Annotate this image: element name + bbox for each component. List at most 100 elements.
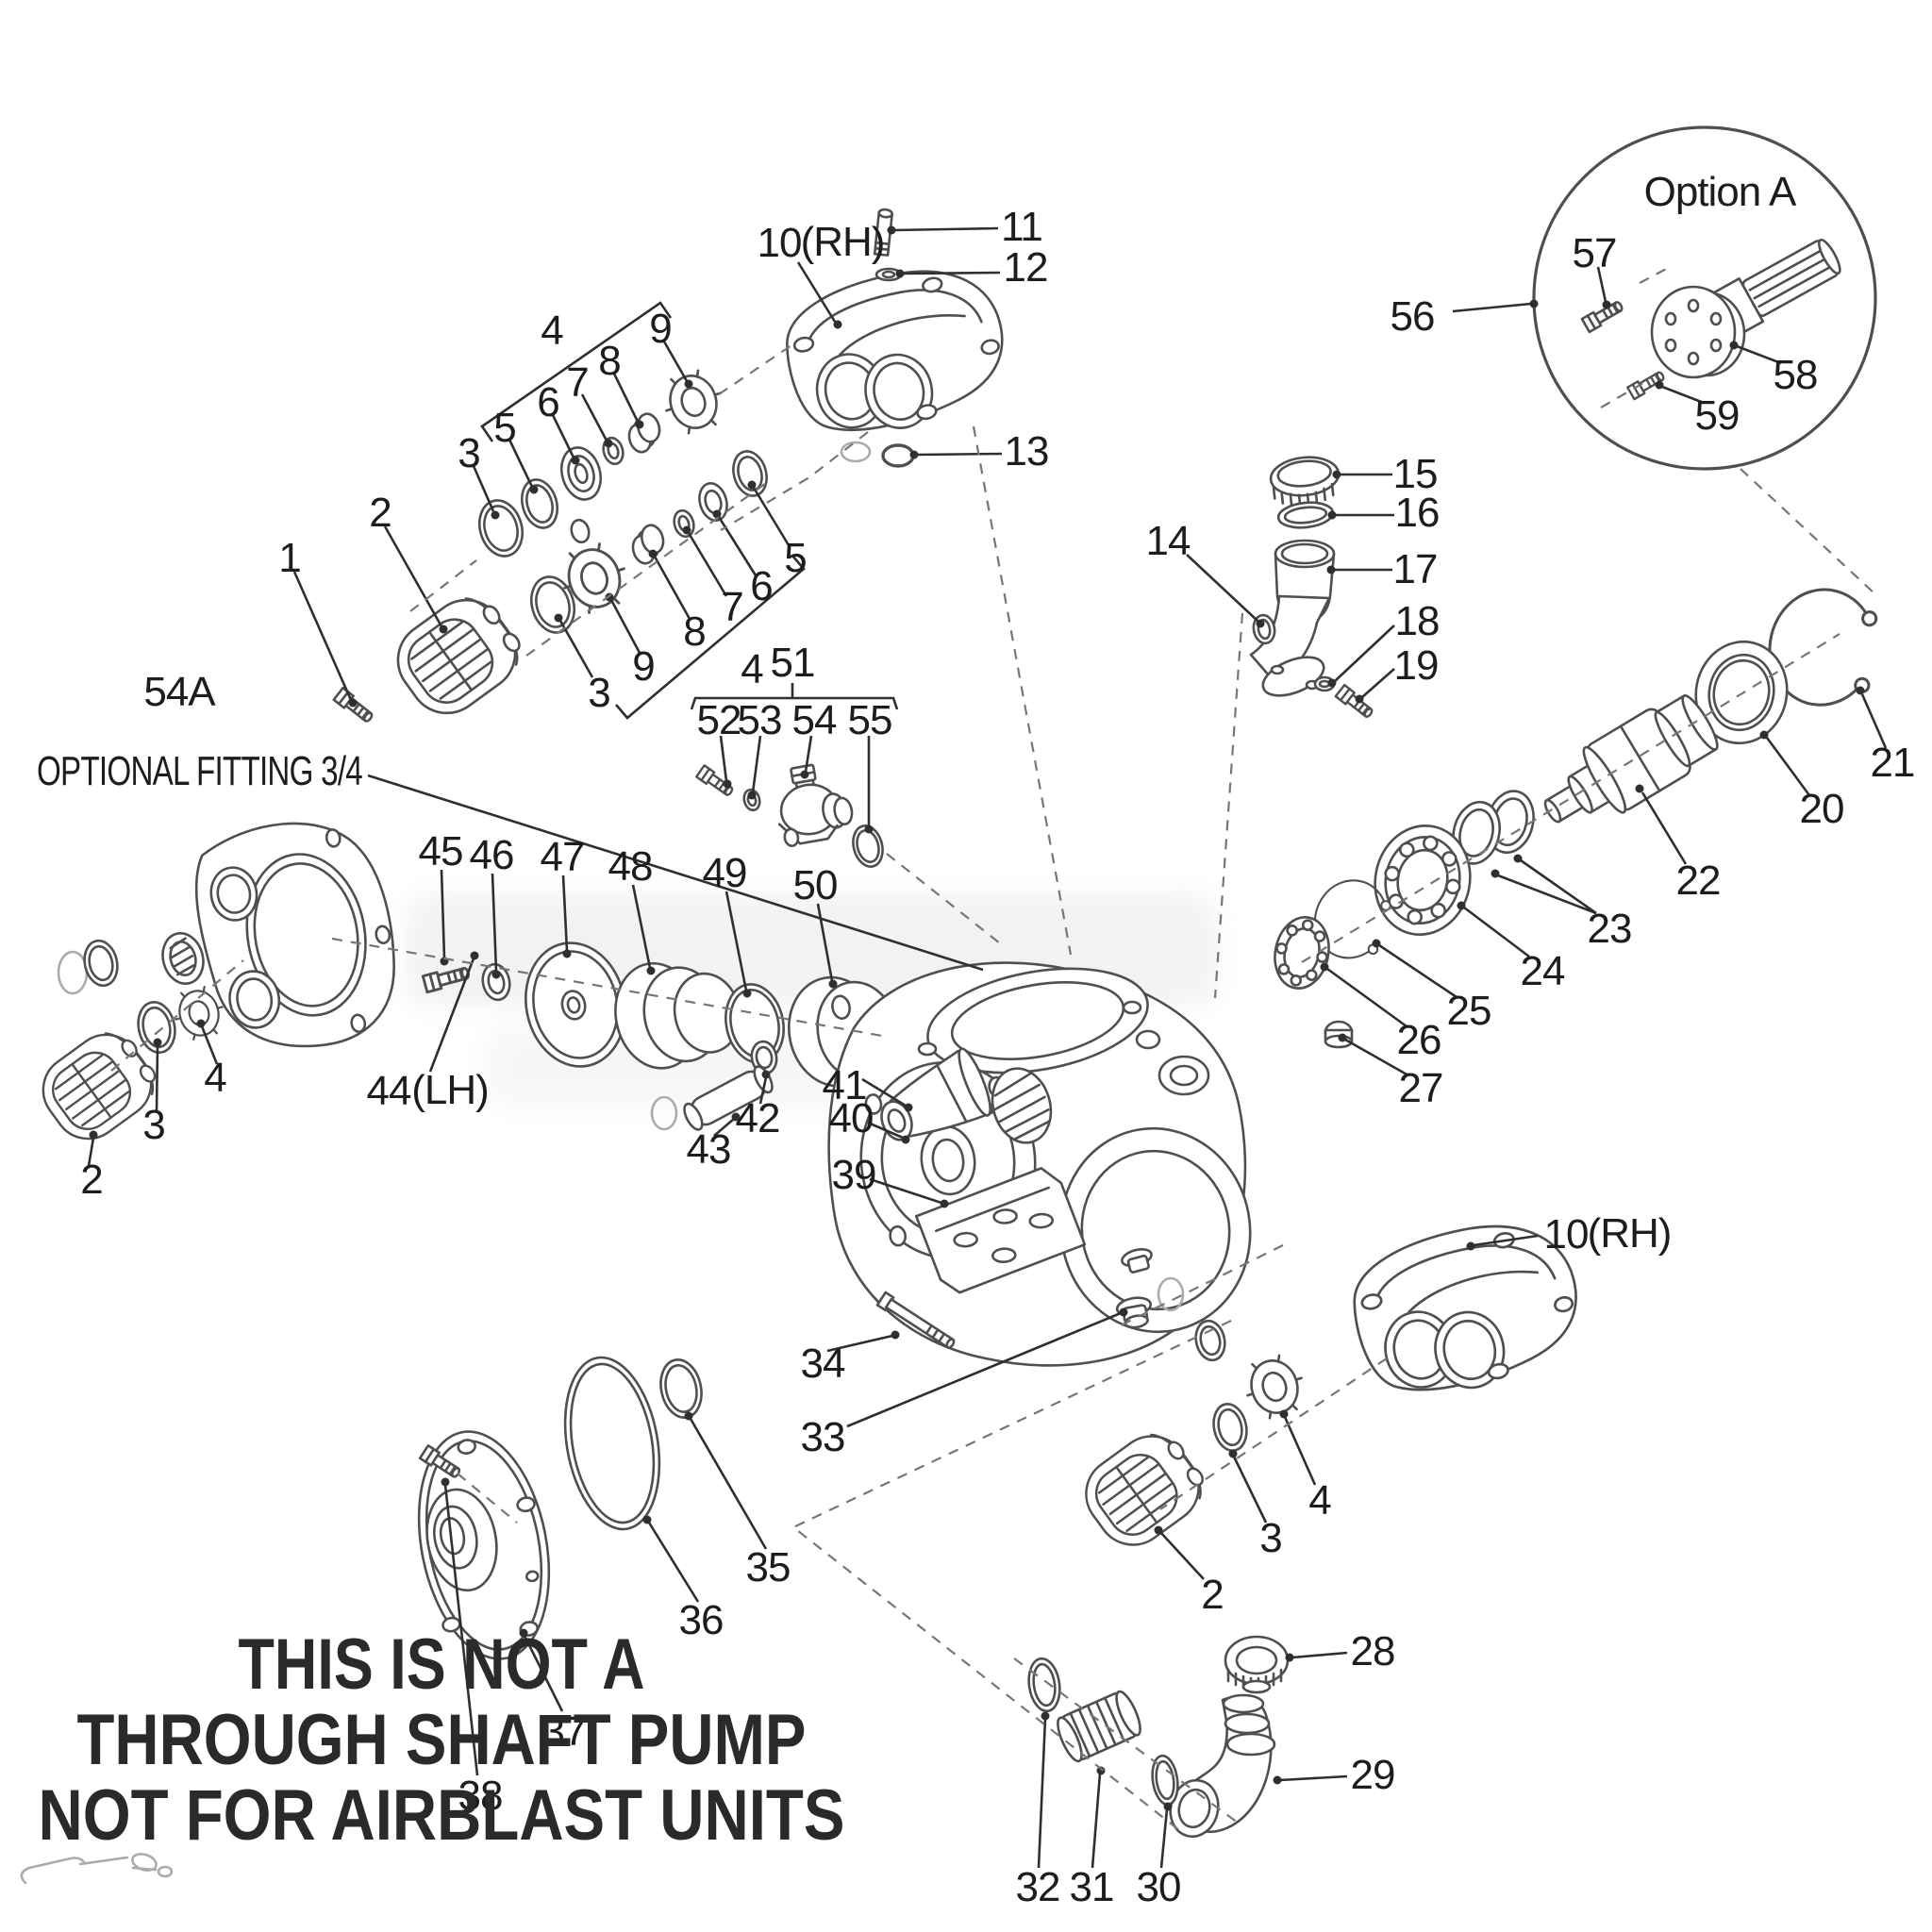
leader-line (719, 735, 728, 782)
callout-lh: (LH) (411, 1067, 489, 1113)
leader-line (796, 261, 837, 323)
leader-dot (1655, 380, 1664, 390)
callout-37: 37 (542, 1708, 587, 1755)
leader-dot (491, 970, 501, 979)
leader-dot (1602, 300, 1611, 309)
shaft-nut-27 (1324, 1020, 1354, 1049)
leader-line (1186, 554, 1258, 622)
callout-52: 52 (697, 697, 741, 743)
leader-dot (1285, 1653, 1294, 1662)
leader-dot (1273, 1775, 1282, 1785)
leader-dot (1491, 869, 1500, 878)
leader-dot (940, 1199, 949, 1208)
leader-line (1344, 1038, 1409, 1077)
callout-59: 59 (1695, 392, 1740, 439)
leader-line (751, 735, 762, 793)
leader-line (523, 1635, 564, 1712)
warning-line-2: THROUGH SHAFT PUMP (77, 1700, 807, 1780)
callout-16: 16 (1395, 490, 1440, 536)
leader-dot (887, 225, 896, 235)
callout-54: 54 (792, 697, 837, 743)
leader-dot (1466, 1241, 1475, 1251)
callout-28: 28 (1351, 1628, 1395, 1674)
callout-45: 45 (419, 828, 463, 874)
callout-17: 17 (1393, 546, 1438, 592)
leader-dot (901, 1135, 910, 1144)
callout-41: 41 (823, 1062, 867, 1108)
leader-line (443, 1484, 479, 1776)
leader-line (1463, 906, 1530, 958)
leader-line (491, 873, 498, 973)
leader-dot (348, 698, 358, 708)
leader-dot (1096, 1766, 1106, 1775)
washer-12 (874, 267, 903, 282)
label-54a: 54A (143, 669, 216, 715)
leader-dot (1320, 962, 1329, 972)
leader-dot (1338, 1033, 1347, 1042)
leader-dot (828, 979, 838, 989)
valve-seat-6-lower (698, 482, 728, 522)
callout-14: 14 (1146, 518, 1191, 564)
assembly-axis-dashed (1740, 468, 1876, 595)
callout-13: 13 (1005, 428, 1049, 475)
callout-31: 31 (1070, 1864, 1114, 1910)
callout-6: 6 (750, 563, 772, 609)
leader-line (1736, 344, 1782, 365)
oring-32 (1027, 1657, 1061, 1713)
leader-line (713, 1118, 735, 1137)
leader-dot (1163, 1802, 1173, 1811)
small-oring (570, 518, 591, 544)
leader-dot (904, 1103, 913, 1112)
callout-rh-bottom: (RH) (1588, 1210, 1672, 1257)
callout-12: 12 (1004, 244, 1048, 291)
leader-dot (1327, 678, 1337, 688)
callout-43: 43 (687, 1126, 731, 1173)
leader-line (508, 439, 534, 488)
leader-dot (604, 439, 613, 448)
callout-44: 44 (367, 1068, 411, 1114)
leader-line (1452, 302, 1532, 313)
funnel-oring-16 (1276, 501, 1335, 529)
leader-line (87, 1137, 95, 1167)
leader-dot (635, 420, 644, 429)
washer-46 (481, 962, 511, 1002)
leader-line (1159, 1531, 1205, 1580)
leader-line (1291, 1651, 1348, 1659)
callout-34: 34 (801, 1341, 845, 1387)
leader-dot (684, 379, 693, 389)
leader-line (631, 884, 652, 969)
vent-plug (1121, 1248, 1153, 1274)
leader-dot (682, 525, 691, 535)
callout-5: 5 (784, 535, 806, 581)
callout-2: 2 (80, 1157, 102, 1203)
callout-19: 19 (1394, 642, 1439, 689)
leader-dot (723, 779, 732, 789)
leader-dot (1326, 565, 1336, 575)
leader-dot (747, 480, 757, 490)
leader-dot (441, 1477, 450, 1487)
leader-dot (833, 320, 842, 329)
callout-48: 48 (608, 843, 653, 890)
callout-3: 3 (1259, 1515, 1281, 1561)
funnel-cup-17 (1249, 539, 1336, 697)
leader-line (869, 1177, 942, 1205)
leader-dot (153, 1038, 162, 1047)
oring-35 (659, 1358, 703, 1419)
leader-line (758, 1076, 768, 1105)
callout-26: 26 (1397, 1017, 1441, 1063)
leader-line (558, 620, 594, 678)
callout-2: 2 (369, 490, 391, 536)
callout-40: 40 (829, 1095, 874, 1141)
leader-dot (747, 791, 757, 800)
leader-line (893, 226, 999, 232)
option-a-title: Option A (1644, 169, 1797, 215)
leader-line (612, 373, 640, 423)
callout-38: 38 (458, 1773, 503, 1819)
callout-20: 20 (1800, 786, 1844, 832)
leader-line (551, 414, 575, 458)
callout-30: 30 (1137, 1864, 1181, 1910)
leader-line (155, 1044, 159, 1112)
leader-line (902, 271, 1001, 275)
leader-line (861, 1077, 907, 1108)
